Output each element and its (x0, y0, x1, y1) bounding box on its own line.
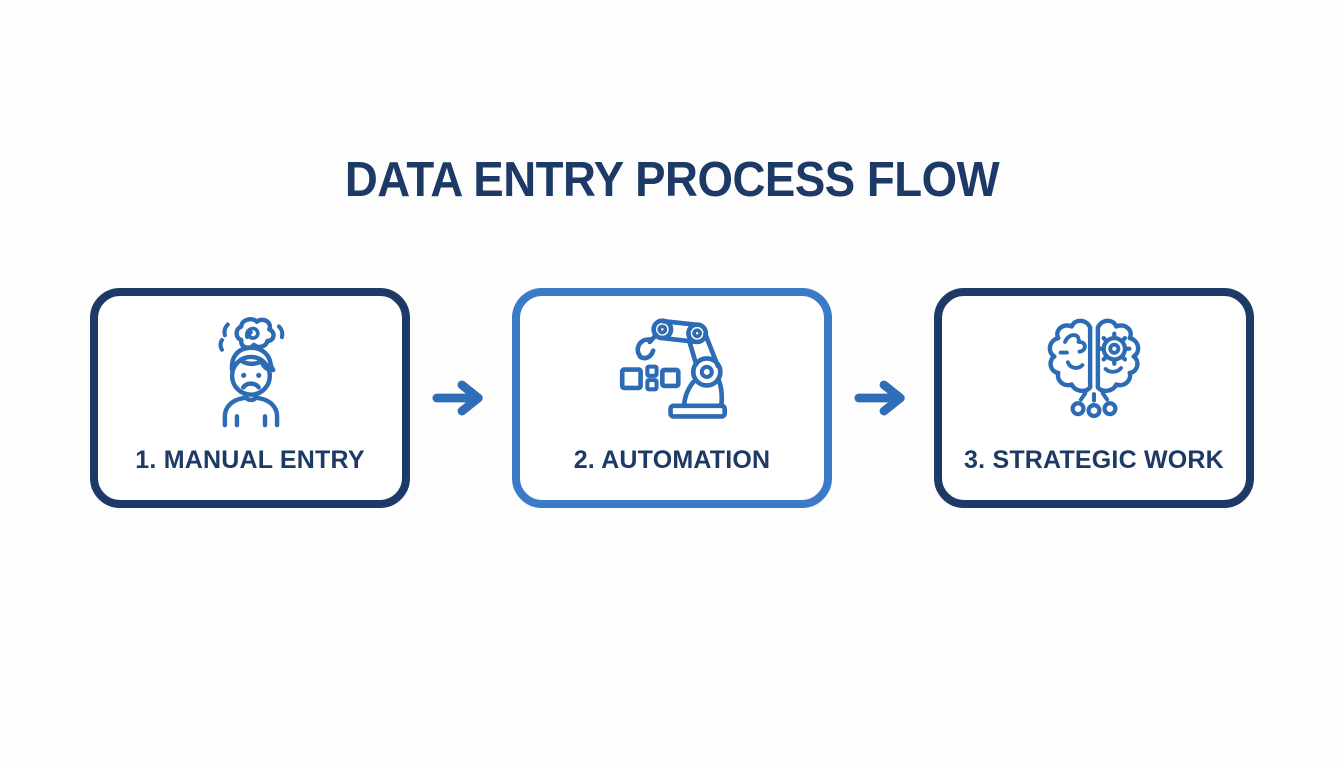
brain-gear-icon (1035, 312, 1153, 428)
robot-arm-icon (611, 312, 733, 428)
step-label-manual-entry: 1. MANUAL ENTRY (135, 446, 365, 474)
step-card-manual-entry: 1. MANUAL ENTRY (90, 288, 410, 508)
page-title: DATA ENTRY PROCESS FLOW (344, 153, 1000, 207)
process-flow: 1. MANUAL ENTRY (0, 288, 1344, 508)
flow-arrow-right-icon (832, 376, 934, 420)
step-label-automation: 2. AUTOMATION (573, 446, 771, 474)
step-label-strategic-work: 3. STRATEGIC WORK (964, 446, 1224, 474)
step-card-automation: 2. AUTOMATION (512, 288, 832, 508)
step-card-strategic-work: 3. STRATEGIC WORK (934, 288, 1254, 508)
flow-arrow-right-icon (410, 376, 512, 420)
stressed-person-icon (192, 312, 308, 428)
